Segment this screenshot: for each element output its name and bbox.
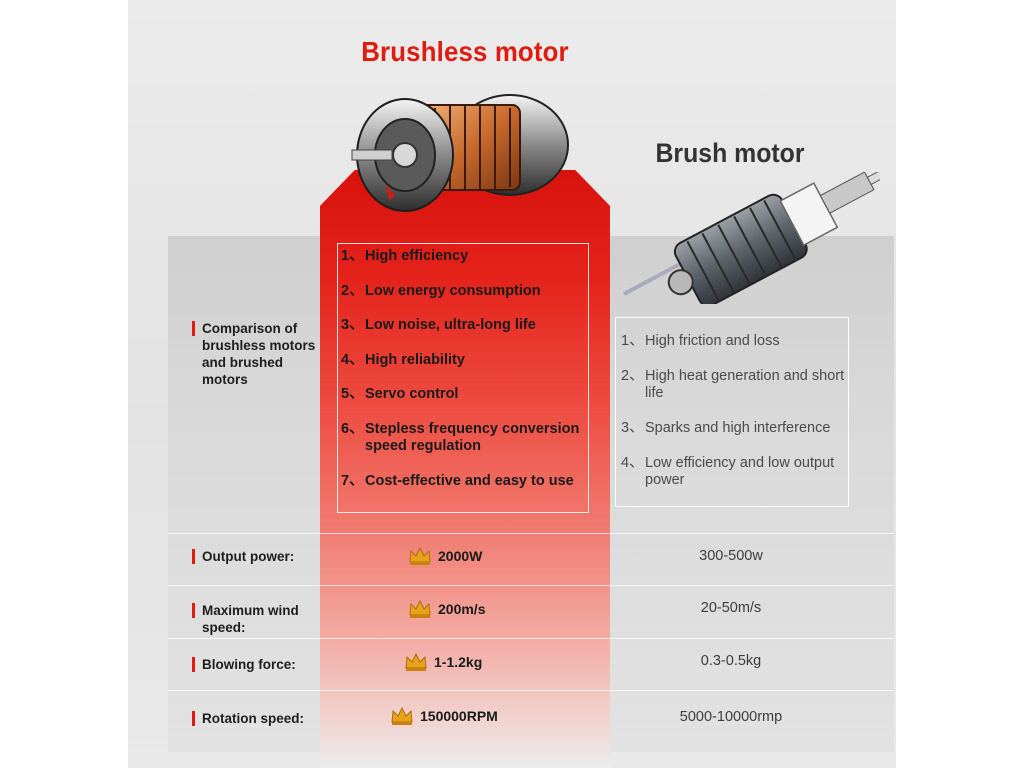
list-item: 7、Cost-effective and easy to use xyxy=(341,473,574,489)
brush-motor-icon xyxy=(623,172,880,304)
brush-max-wind-speed: 20-50m/s xyxy=(700,600,762,616)
list-item: 3、Sparks and high interference xyxy=(621,420,831,436)
list-item: 1、High efficiency xyxy=(341,248,469,264)
list-item: 2、Low energy consumption xyxy=(341,283,541,299)
brush-features-list: 1、High friction and loss 2、High heat gen… xyxy=(621,333,845,489)
brush-rotation-speed: 5000-10000rmp xyxy=(679,709,783,725)
list-item: 4、High reliability xyxy=(341,352,465,368)
list-item: 1、High friction and loss xyxy=(621,333,780,349)
list-item: 2、High heat generation and short life xyxy=(621,368,845,401)
label-marker xyxy=(192,321,195,336)
brush-features-box xyxy=(615,317,849,507)
label-marker xyxy=(192,549,195,564)
spec-label-blowing-force: Blowing force: xyxy=(192,656,322,673)
label-marker xyxy=(192,657,195,672)
brushless-features-box xyxy=(337,243,589,513)
label-marker xyxy=(192,711,195,726)
spec-label-output-power: Output power: xyxy=(192,548,322,565)
row-divider xyxy=(168,585,894,586)
brushless-output-power: 2000W xyxy=(408,546,482,566)
crown-icon xyxy=(391,706,413,725)
spec-label-max-wind-speed: Maximum wind speed: xyxy=(192,602,312,636)
brush-blowing-force: 0.3-0.5kg xyxy=(700,653,762,669)
list-item: 6、Stepless frequency conversion speed re… xyxy=(341,421,580,454)
list-item: 5、Servo control xyxy=(341,386,459,402)
brush-output-power: 300-500w xyxy=(699,548,763,564)
brushless-title: Brushless motor xyxy=(361,36,569,67)
brushless-max-wind-speed: 200m/s xyxy=(408,599,485,619)
spec-label-rotation-speed: Rotation speed: xyxy=(192,710,322,727)
row-divider xyxy=(168,533,894,534)
label-marker xyxy=(192,603,195,618)
row-divider xyxy=(168,690,894,691)
list-item: 4、Low efficiency and low output power xyxy=(621,455,835,488)
crown-icon xyxy=(405,652,427,671)
brushless-highlight-column xyxy=(320,170,610,768)
brushless-rotation-speed: 150000RPM xyxy=(390,706,498,726)
brush-title: Brush motor xyxy=(655,138,805,168)
crown-icon xyxy=(409,546,431,565)
list-item: 3、Low noise, ultra-long life xyxy=(341,317,536,333)
brushless-motor-icon xyxy=(351,94,569,212)
brushless-features-list: 1、High efficiency 2、Low energy consumpti… xyxy=(341,248,591,490)
crown-icon xyxy=(409,599,431,618)
brushless-blowing-force: 1-1.2kg xyxy=(404,652,482,672)
row-divider xyxy=(168,638,894,639)
comparison-label: Comparison of brushless motors and brush… xyxy=(192,320,322,388)
